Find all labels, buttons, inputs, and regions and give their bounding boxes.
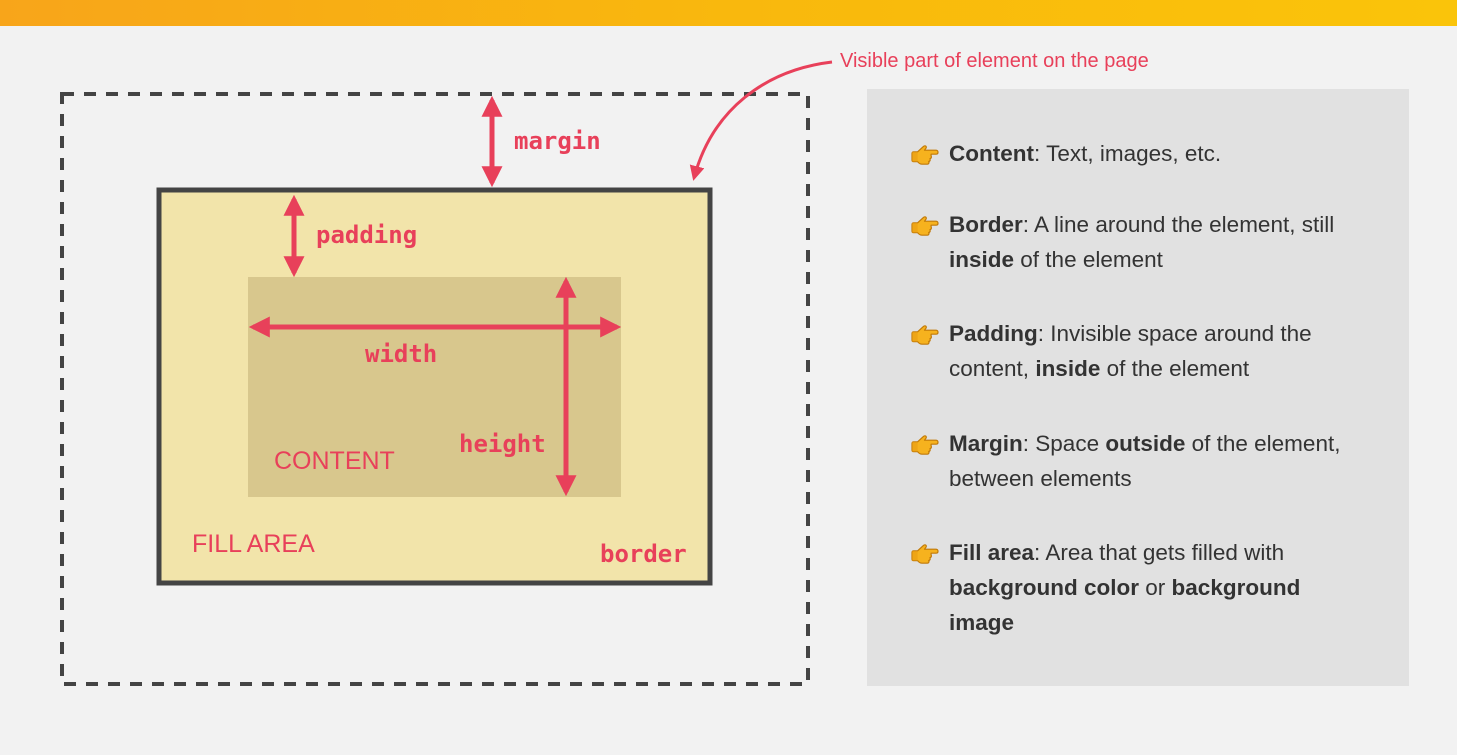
padding-label: padding <box>316 221 417 249</box>
definition-term: Border <box>949 212 1023 237</box>
definition-term: Content <box>949 141 1034 166</box>
definition-emphasis: inside <box>949 247 1015 272</box>
definition-padding: Padding: Invisible space around the cont… <box>911 316 1371 386</box>
margin-box <box>60 92 810 686</box>
definitions-panel: Content: Text, images, etc. Border: A li… <box>867 89 1409 686</box>
definition-text: Margin: Space outside of the element, be… <box>949 431 1341 491</box>
callout-label: Visible part of element on the page <box>840 50 1149 72</box>
definition-text: Padding: Invisible space around the cont… <box>949 321 1312 381</box>
definition-emphasis: inside <box>1035 356 1101 381</box>
definition-text: Border: A line around the element, still… <box>949 212 1335 272</box>
definition-text: Content: Text, images, etc. <box>949 141 1222 166</box>
definition-term: Margin <box>949 431 1023 456</box>
definition-emphasis: background image <box>949 575 1301 635</box>
margin-label: margin <box>514 127 601 155</box>
callout-arrow <box>689 60 833 181</box>
content-label: CONTENT <box>274 447 395 475</box>
border-label: border <box>600 540 687 568</box>
definition-text: Fill area: Area that gets filled with ba… <box>949 540 1301 635</box>
width-label: width <box>365 340 437 368</box>
definition-term: Padding <box>949 321 1038 346</box>
definition-emphasis: background color <box>949 575 1140 600</box>
pointing-hand-icon <box>911 211 939 236</box>
height-label: height <box>459 430 546 458</box>
pointing-hand-icon <box>911 539 939 564</box>
pointing-hand-icon <box>911 430 939 455</box>
fill-area-label: FILL AREA <box>192 530 315 558</box>
top-accent-bar <box>0 0 1457 26</box>
definition-border: Border: A line around the element, still… <box>911 207 1371 277</box>
definition-margin: Margin: Space outside of the element, be… <box>911 426 1371 496</box>
definition-emphasis: outside <box>1105 431 1186 456</box>
definition-content: Content: Text, images, etc. <box>911 136 1371 171</box>
pointing-hand-icon <box>911 320 939 345</box>
definition-term: Fill area <box>949 540 1035 565</box>
pointing-hand-icon <box>911 140 939 165</box>
definition-fill-area: Fill area: Area that gets filled with ba… <box>911 535 1371 640</box>
